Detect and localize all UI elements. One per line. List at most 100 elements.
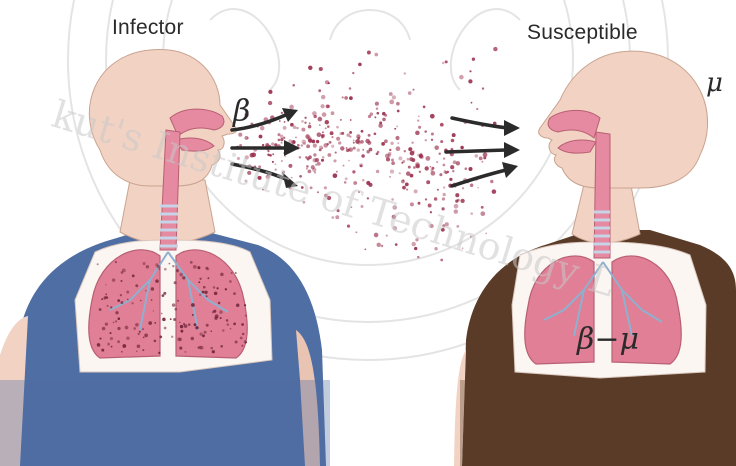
droplet-particle [375, 102, 379, 106]
droplet-particle [325, 120, 329, 124]
droplet-particle [439, 173, 442, 176]
droplet-particle [440, 123, 444, 127]
lung-particle [164, 268, 167, 271]
droplet-particle [317, 132, 322, 137]
droplet-particle [309, 122, 311, 124]
droplet-particle [366, 181, 370, 185]
droplet-particle [280, 135, 283, 138]
lung-particle [178, 338, 182, 342]
droplet-particle [297, 144, 300, 147]
droplet-particle [314, 115, 317, 118]
droplet-particle [349, 87, 352, 90]
droplet-particle [420, 153, 423, 156]
lung-particle [218, 303, 220, 305]
lung-particle [219, 310, 223, 314]
inhale-arrow-bottom [452, 170, 506, 186]
lung-particle [204, 331, 207, 334]
droplet-particle [238, 133, 242, 137]
lung-particle [118, 317, 121, 320]
droplet-particle [443, 171, 445, 173]
droplet-particle [376, 107, 379, 110]
droplet-particle [492, 189, 497, 194]
droplet-particle [413, 166, 416, 169]
droplet-particle [418, 115, 420, 117]
lung-particle [241, 323, 244, 326]
droplet-particle [397, 110, 400, 113]
droplet-particle [443, 193, 446, 196]
droplet-particle [391, 159, 394, 162]
droplet-particle [399, 172, 401, 174]
lung-particle [190, 261, 193, 264]
lung-particle [191, 303, 195, 307]
droplet-particle [313, 143, 317, 147]
droplet-particle [449, 178, 452, 181]
droplet-particle [389, 149, 391, 151]
droplet-particle [392, 95, 396, 99]
lung-particle [176, 270, 179, 273]
droplet-particle [434, 197, 437, 200]
droplet-particle [398, 156, 402, 160]
lung-particle [99, 308, 102, 311]
lung-particle [121, 271, 124, 274]
lung-particle [131, 302, 133, 304]
droplet-particle [402, 160, 405, 163]
lung-particle [158, 352, 160, 354]
droplet-particle [342, 96, 344, 98]
droplet-particle [318, 89, 321, 92]
lung-particle [222, 329, 225, 332]
inhale-arrow-top-head [504, 120, 520, 136]
lung-particle [120, 280, 122, 282]
droplet-particle [336, 137, 340, 141]
droplet-particle [476, 108, 478, 110]
droplet-particle [268, 90, 272, 94]
droplet-particle [370, 112, 374, 116]
lung-particle [173, 318, 176, 321]
droplet-particle [454, 204, 459, 209]
droplet-particle [355, 231, 357, 233]
lung-particle [105, 296, 108, 299]
lung-particle [143, 262, 146, 265]
droplet-particle [349, 135, 351, 137]
droplet-particle [367, 51, 371, 55]
droplet-particle [322, 131, 324, 133]
droplet-particle [430, 166, 432, 168]
lung-particle [240, 337, 243, 340]
droplet-particle [385, 154, 390, 159]
droplet-particle [382, 118, 386, 122]
droplet-particle [364, 248, 366, 250]
inhale-arrow-middle [446, 150, 506, 152]
droplet-particle [352, 72, 354, 74]
lung-particle [245, 341, 247, 343]
droplet-particle [348, 160, 350, 162]
droplet-particle [389, 176, 391, 178]
droplet-particle [283, 126, 287, 130]
inhale-arrow-top [452, 118, 508, 128]
lung-particle [139, 331, 141, 333]
lung-particle [143, 337, 145, 339]
droplet-particle [281, 142, 283, 144]
droplet-particle [349, 131, 352, 134]
lung-particle [101, 349, 104, 352]
lung-particle [216, 287, 218, 289]
droplet-particle [330, 131, 334, 135]
droplet-particle [295, 137, 297, 139]
beta-label: β [233, 94, 250, 129]
droplet-particle [374, 132, 377, 135]
lung-particle [112, 278, 116, 282]
droplet-particle [289, 105, 294, 110]
lung-particle [236, 304, 240, 308]
lung-particle [225, 288, 227, 290]
droplet-particle [436, 161, 438, 163]
droplet-particle [447, 171, 450, 174]
lung-particle [193, 265, 197, 269]
lung-particle [227, 323, 229, 325]
lung-particle [214, 317, 217, 320]
droplet-particle [442, 197, 445, 200]
lung-particle [154, 322, 156, 324]
lung-particle [115, 261, 117, 263]
lung-particle [146, 265, 149, 268]
droplet-particle [391, 161, 395, 165]
droplet-particle [381, 142, 385, 146]
lung-particle [179, 347, 182, 350]
